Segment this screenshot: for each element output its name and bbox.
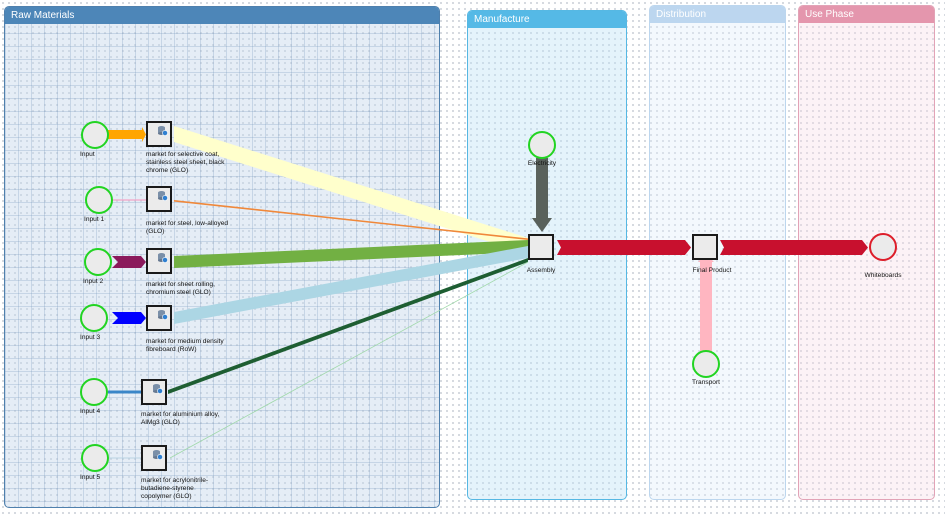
- flow-aluminium-alloy[interactable]: [168, 258, 528, 394]
- lane-manufacture-title: Manufacture: [468, 11, 626, 28]
- input-label-2: Input 2: [83, 278, 104, 285]
- transport-node[interactable]: [692, 350, 720, 378]
- flow-electricity-head: [532, 218, 552, 232]
- process-label-1: market for steel, low-alloyed(GLO): [146, 220, 229, 235]
- process-label-0: market for selective coat,stainless stee…: [146, 151, 225, 174]
- flow-selective-coat[interactable]: [174, 126, 528, 254]
- flow-fibreboard[interactable]: [174, 246, 528, 324]
- input-arrow-2: [112, 256, 146, 268]
- lane-raw-materials-title: Raw Materials: [5, 7, 439, 24]
- input-node-3[interactable]: [80, 304, 108, 332]
- flow-assembly-to-final-product[interactable]: [557, 240, 691, 255]
- flow-final-product-to-whiteboards[interactable]: [720, 240, 868, 255]
- electricity-node[interactable]: [528, 131, 556, 159]
- database-icon: [153, 384, 163, 394]
- input-node-1[interactable]: [85, 186, 113, 214]
- database-icon: [158, 126, 168, 136]
- flow-steel-low-alloyed[interactable]: [174, 200, 528, 240]
- input-arrow-0: [108, 130, 142, 139]
- input-label-4: Input 4: [80, 408, 101, 415]
- input-arrow-0-head: [142, 127, 146, 142]
- input-node-0[interactable]: [81, 121, 109, 149]
- input-label-3: Input 3: [80, 334, 101, 341]
- input-label-5: Input 5: [80, 474, 101, 481]
- final-product-label: Final Product: [692, 267, 732, 274]
- assembly-label: Assembly: [526, 267, 556, 274]
- input-node-2[interactable]: [84, 248, 112, 276]
- process-box-3[interactable]: [146, 305, 172, 331]
- input-node-4[interactable]: [80, 378, 108, 406]
- process-label-2: market for sheet rolling,chromium steel …: [146, 281, 215, 296]
- lane-use-phase-title: Use Phase: [799, 6, 934, 23]
- process-box-4[interactable]: [141, 379, 167, 405]
- database-icon: [158, 191, 168, 201]
- database-icon: [158, 253, 168, 263]
- input-label-1: Input 1: [84, 216, 105, 223]
- database-icon: [158, 310, 168, 320]
- final-product-box[interactable]: [692, 234, 718, 260]
- process-label-5: market for acrylonitrile-butadiene-styre…: [141, 477, 209, 500]
- process-box-5[interactable]: [141, 445, 167, 471]
- transport-label: Transport: [692, 379, 720, 386]
- process-box-1[interactable]: [146, 186, 172, 212]
- process-box-0[interactable]: [146, 121, 172, 147]
- whiteboards-label: Whiteboards: [864, 272, 902, 279]
- lane-distribution-title: Distribution: [650, 6, 785, 23]
- input-arrow-3: [112, 312, 146, 324]
- flow-sheet-rolling[interactable]: [174, 240, 528, 268]
- assembly-box[interactable]: [528, 234, 554, 260]
- input-node-5[interactable]: [81, 444, 109, 472]
- database-icon: [153, 450, 163, 460]
- whiteboards-node[interactable]: [869, 233, 897, 261]
- input-label-0: Input: [80, 151, 95, 158]
- process-box-2[interactable]: [146, 248, 172, 274]
- flow-abs-copolymer[interactable]: [169, 261, 529, 459]
- process-label-4: market for aluminium alloy,AlMg3 (GLO): [141, 411, 220, 426]
- flow-transport[interactable]: [700, 262, 712, 352]
- flow-electricity[interactable]: [536, 158, 548, 218]
- electricity-label: Electricity: [527, 160, 557, 167]
